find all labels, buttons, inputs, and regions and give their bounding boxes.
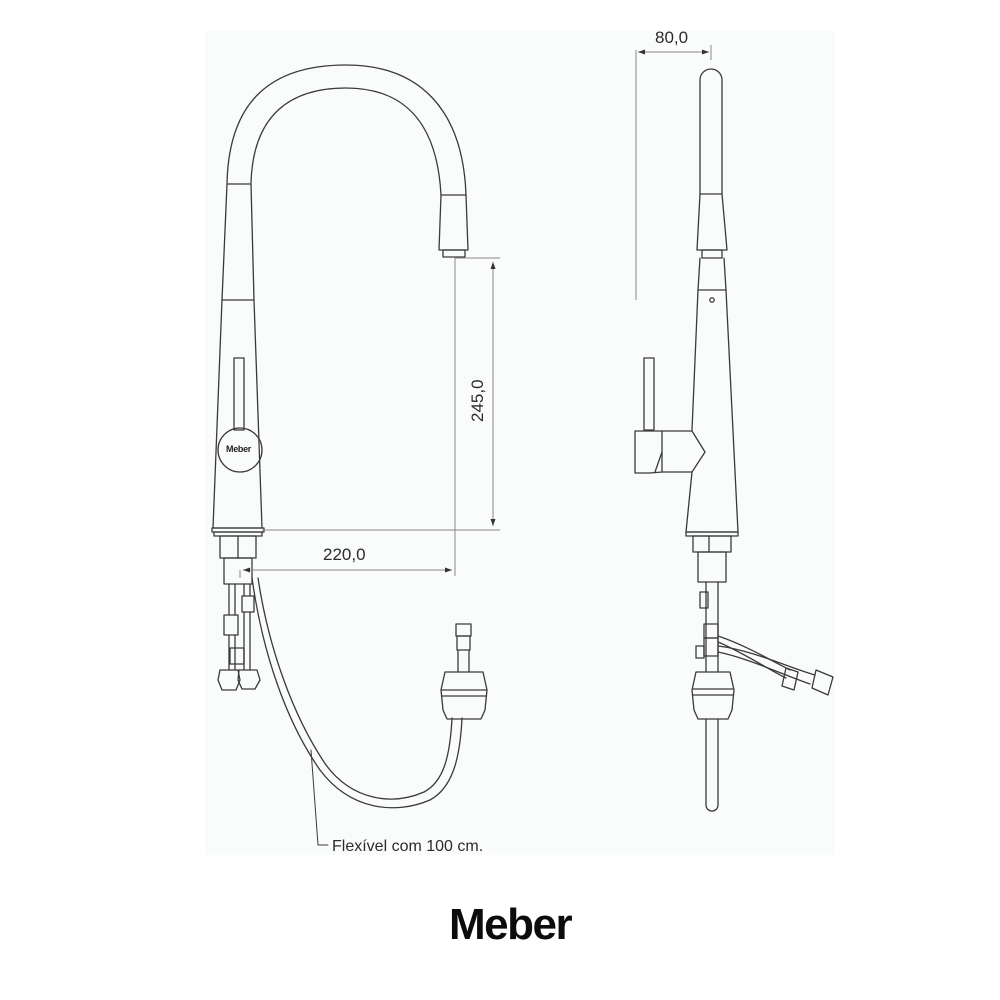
dimension-label-spout-reach: 220,0 (323, 545, 366, 564)
drawing-panel (205, 30, 835, 855)
hose-length-caption: Flexível com 100 cm. (332, 838, 484, 855)
gooseneck-inner (250, 87, 442, 196)
caption-leader (310, 749, 329, 846)
side-supply-hose-1 (717, 635, 791, 671)
flexible-hose-inner (257, 577, 453, 800)
side-view (634, 68, 834, 812)
side-hex-nut-2 (811, 669, 834, 696)
handle-badge-circle (217, 427, 263, 473)
gooseneck-outer (226, 64, 467, 196)
hose-counterweight (440, 671, 488, 720)
brand-logo: Meber (449, 900, 573, 949)
side-hex-nut-1 (781, 667, 799, 691)
dimension-label-spout-offset: 80,0 (655, 28, 689, 47)
side-lever (643, 357, 655, 431)
side-counterweight (691, 671, 735, 720)
side-hose-end (705, 718, 719, 812)
faucet-body (212, 183, 263, 529)
side-spout (699, 68, 723, 195)
spray-head (438, 194, 469, 251)
side-body (691, 289, 739, 533)
hex-nut-left (217, 669, 241, 691)
flexible-hose-outer (251, 577, 463, 809)
side-supply-hose-2 (717, 645, 816, 676)
hex-nut-right (237, 669, 261, 690)
side-lever-block (634, 430, 663, 474)
handle-badge-text: Meber (226, 444, 252, 454)
spray-nozzle (442, 249, 466, 258)
front-view (211, 64, 488, 846)
dimension-label-spout-height: 245,0 (468, 379, 487, 422)
lever-slot (233, 357, 245, 431)
